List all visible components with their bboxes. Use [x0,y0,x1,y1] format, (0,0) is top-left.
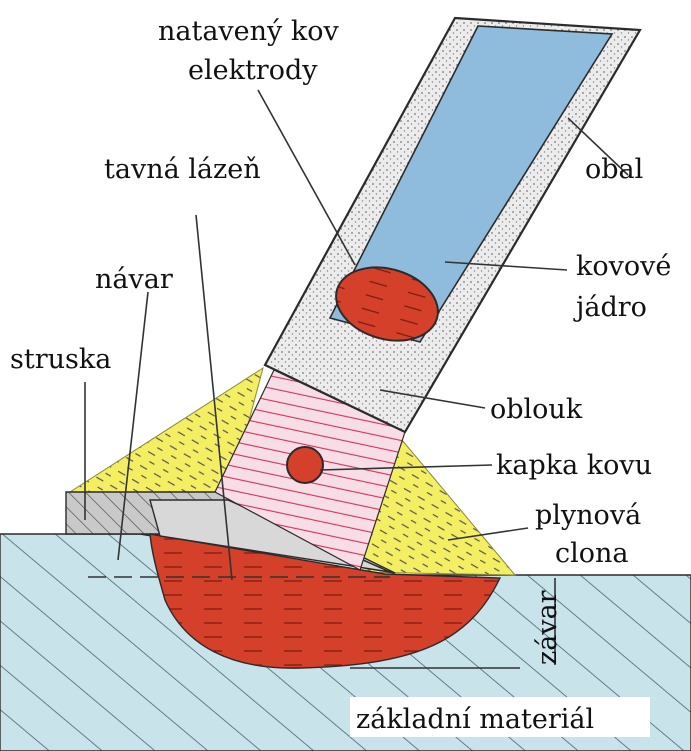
metal-droplet [287,447,323,483]
label-coating: obal [585,154,643,185]
label-weld-pool: tavná lázeň [104,154,261,185]
label-base-material: základní materiál [356,704,594,735]
label-arc: oblouk [490,394,583,425]
label-core-1: kovové [576,251,671,282]
label-molten-electrode-metal-1: natavený kov [158,16,340,47]
label-shield-2: clona [555,538,629,569]
label-shield-1: plynová [535,500,641,531]
label-molten-electrode-metal-2: elektrody [188,55,318,86]
label-weld-bead: návar [95,264,173,295]
label-penetration: závar [532,590,563,665]
leader-molten-metal [258,90,355,265]
label-slag: struska [10,344,111,375]
label-core-2: jádro [573,292,647,323]
label-metal-droplet: kapka kovu [496,450,652,481]
